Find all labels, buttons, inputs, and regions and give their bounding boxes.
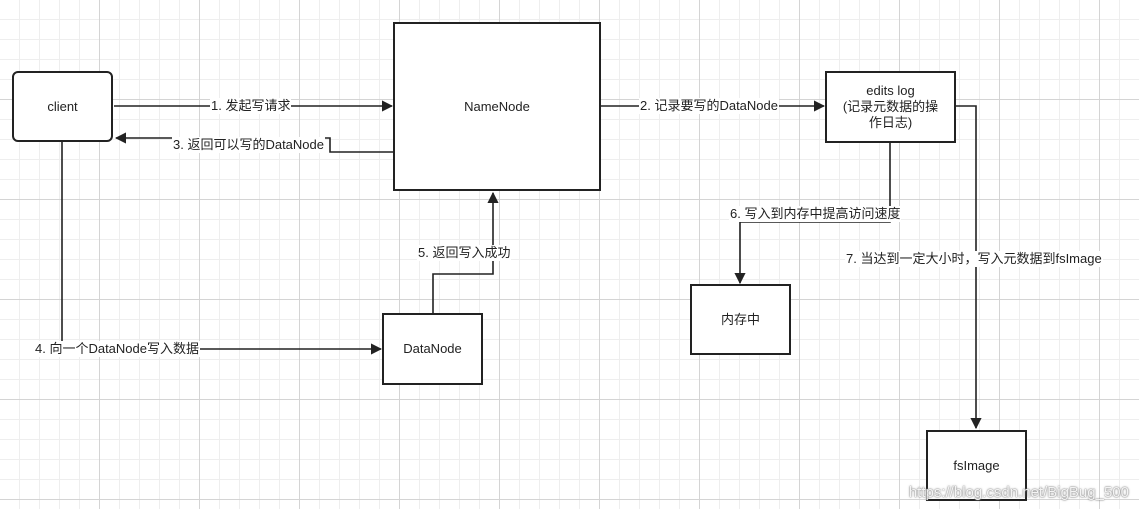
edge-6-line — [734, 143, 891, 285]
fsimage-label: fsImage — [953, 457, 1000, 473]
namenode-label: NameNode — [464, 98, 530, 114]
watermark: https://blog.csdn.net/BigBug_500 — [908, 484, 1129, 501]
edge-7-label: 7. 当达到一定大小时，写入元数据到fsImage — [845, 251, 1103, 267]
datanode-label: DataNode — [403, 341, 462, 356]
memory-label: 内存中 — [720, 311, 760, 327]
edge-4-label: 4. 向一个DataNode写入数据 — [34, 341, 200, 357]
namenode-node: NameNode — [393, 22, 601, 191]
edge-1-label: 1. 发起写请求 — [210, 98, 292, 114]
edge-2-label: 2. 记录要写的DataNode — [639, 98, 779, 114]
edits-log-desc-1: (记录元数据的操 — [842, 99, 939, 114]
memory-node: 内存中 — [690, 284, 791, 355]
client-node: client — [12, 71, 113, 142]
edge-6-label: 6. 写入到内存中提高访问速度 — [729, 206, 902, 222]
fsimage-node: fsImage — [926, 430, 1027, 501]
edge-4-line — [61, 142, 383, 355]
edge-3-label: 3. 返回可以写的DataNode — [172, 137, 325, 153]
edits-log-title: edits log — [866, 83, 915, 98]
edits-log-node: edits log (记录元数据的操 作日志) — [825, 71, 956, 143]
edge-5-label: 5. 返回写入成功 — [417, 245, 512, 261]
edge-5-line — [432, 191, 499, 313]
edge-7-line — [956, 105, 982, 430]
edits-log-desc-2: 作日志) — [868, 115, 913, 130]
datanode-node: DataNode — [382, 313, 483, 385]
client-label: client — [47, 98, 78, 114]
